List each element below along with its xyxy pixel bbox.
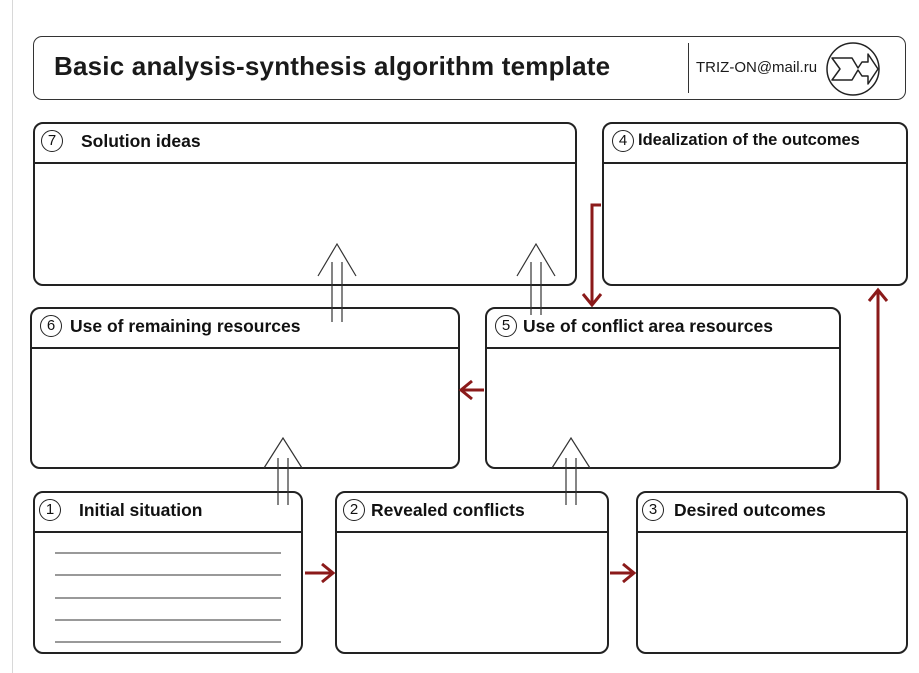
header-banner: Basic analysis-synthesis algorithm templ… — [33, 36, 906, 100]
box-title: Revealed conflicts — [371, 500, 525, 520]
box-header: 1 Initial situation — [35, 493, 301, 533]
box-solution-ideas: 7 Solution ideas — [33, 122, 577, 286]
box-revealed-conflicts: 2 Revealed conflicts — [335, 491, 609, 654]
box-header: 3 Desired outcomes — [638, 493, 906, 533]
step-number-badge: 1 — [39, 499, 61, 521]
page-title: Basic analysis-synthesis algorithm templ… — [54, 51, 611, 81]
arrow-1-to-2 — [305, 562, 336, 584]
left-margin-rule — [12, 0, 13, 673]
box-conflict-area-resources: 5 Use of conflict area resources — [485, 307, 841, 469]
arrow-2-to-3 — [610, 562, 637, 584]
box-header: 5 Use of conflict area resources — [487, 309, 839, 349]
box-title: Use of conflict area resources — [523, 316, 773, 336]
box-desired-outcomes: 3 Desired outcomes — [636, 491, 908, 654]
step-number-badge: 3 — [642, 499, 664, 521]
box-header: 4 Idealization of the outcomes — [604, 124, 906, 164]
arrow-5-to-6 — [458, 379, 484, 401]
box-title: Initial situation — [79, 500, 203, 520]
box-header: 2 Revealed conflicts — [337, 493, 607, 533]
step-number-badge: 2 — [343, 499, 365, 521]
step-number-badge: 6 — [40, 315, 62, 337]
triz-arrow-logo-icon — [826, 42, 880, 96]
header-divider — [688, 43, 689, 93]
step-number-badge: 5 — [495, 315, 517, 337]
step-number-badge: 7 — [41, 130, 63, 152]
writing-lines — [55, 552, 281, 643]
arrow-3-to-4 — [867, 287, 889, 490]
box-idealization-outcomes: 4 Idealization of the outcomes — [602, 122, 908, 286]
box-title: Idealization of the outcomes — [638, 131, 860, 149]
box-header: 6 Use of remaining resources — [32, 309, 458, 349]
box-title: Desired outcomes — [674, 500, 826, 520]
box-initial-situation: 1 Initial situation — [33, 491, 303, 654]
box-title: Solution ideas — [81, 131, 201, 151]
step-number-badge: 4 — [612, 130, 634, 152]
contact-email: TRIZ-ON@mail.ru — [696, 59, 818, 76]
box-header: 7 Solution ideas — [35, 124, 575, 164]
box-title: Use of remaining resources — [70, 316, 301, 336]
arrow-4-to-5 — [581, 203, 603, 308]
box-remaining-resources: 6 Use of remaining resources — [30, 307, 460, 469]
